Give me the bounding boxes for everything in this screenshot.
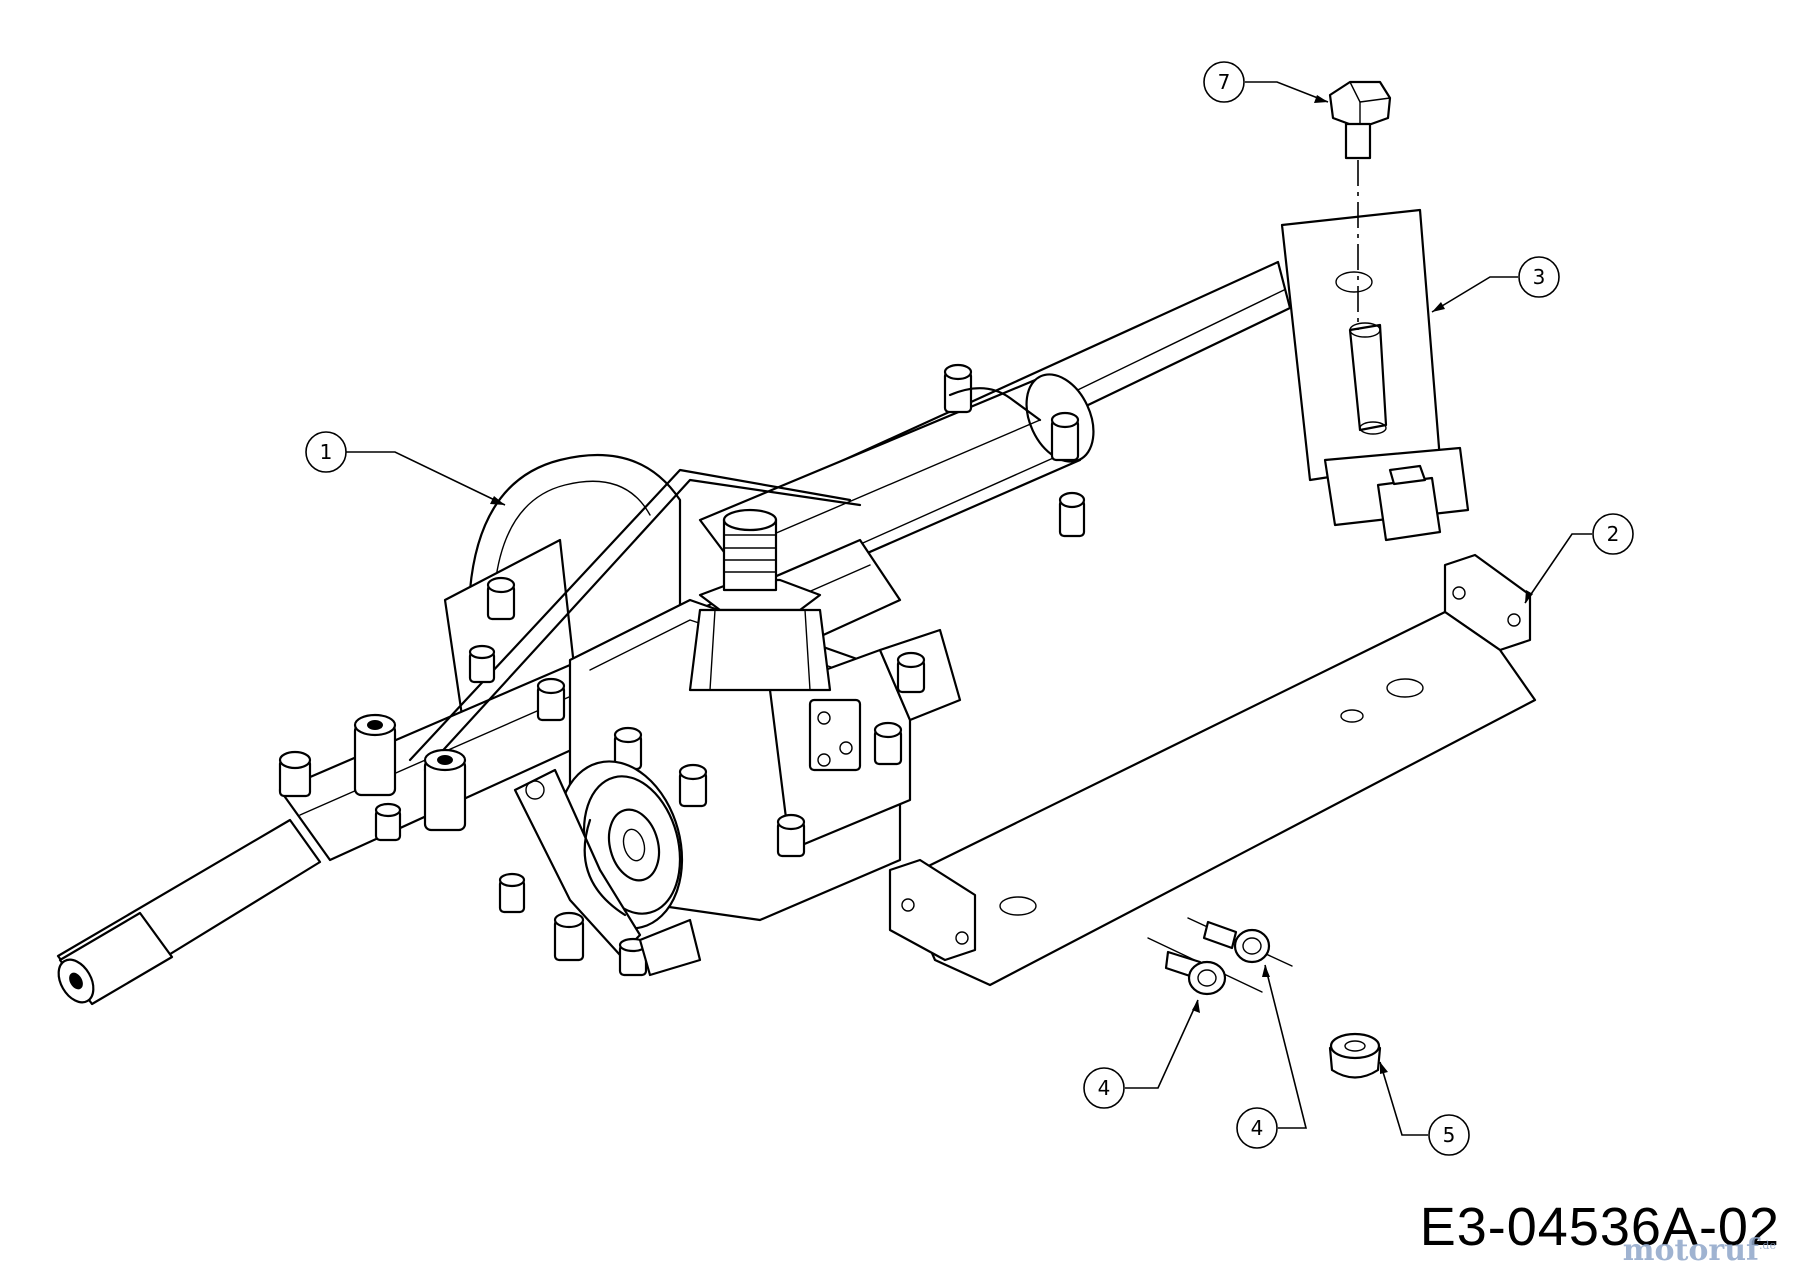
callout-3: 3 bbox=[1518, 256, 1560, 298]
callout-7: 7 bbox=[1203, 61, 1245, 103]
callout-4b: 4 bbox=[1236, 1107, 1278, 1149]
left-end-bolts bbox=[278, 576, 566, 842]
right-end-bolts bbox=[943, 363, 1086, 538]
shoulder-bolt-front bbox=[1147, 937, 1263, 996]
watermark-logo: motoruf.de bbox=[1623, 1233, 1776, 1268]
input-shaft bbox=[688, 508, 832, 692]
transaxle-assembly bbox=[56, 260, 1292, 1006]
watermark-text: motoruf bbox=[1622, 1233, 1759, 1268]
drawing-code: E3-04536A-02 bbox=[1419, 1197, 1780, 1257]
release-lever bbox=[498, 768, 702, 977]
hex-bolt bbox=[1328, 80, 1392, 160]
callout-5: 5 bbox=[1428, 1114, 1470, 1156]
flange-nut bbox=[1328, 1032, 1382, 1079]
callout-3-label: 3 bbox=[1533, 265, 1546, 289]
callout-5-label: 5 bbox=[1443, 1123, 1456, 1147]
callout-4b-label: 4 bbox=[1251, 1116, 1264, 1140]
callout-2: 2 bbox=[1592, 513, 1634, 555]
callout-4a-label: 4 bbox=[1098, 1076, 1111, 1100]
callout-1: 1 bbox=[305, 431, 347, 473]
mounting-bracket bbox=[888, 553, 1537, 987]
shoulder-bolt-rear bbox=[1187, 917, 1293, 967]
leader-lines bbox=[345, 81, 1592, 1136]
callout-4a: 4 bbox=[1083, 1067, 1125, 1109]
right-axle-tube bbox=[698, 260, 1292, 602]
callout-1-label: 1 bbox=[320, 440, 333, 464]
callout-2-label: 2 bbox=[1607, 522, 1620, 546]
watermark-tld: .de bbox=[1758, 1239, 1776, 1252]
left-axle-shaft bbox=[56, 818, 322, 1006]
support-strap bbox=[1280, 208, 1470, 542]
callout-7-label: 7 bbox=[1218, 70, 1231, 94]
